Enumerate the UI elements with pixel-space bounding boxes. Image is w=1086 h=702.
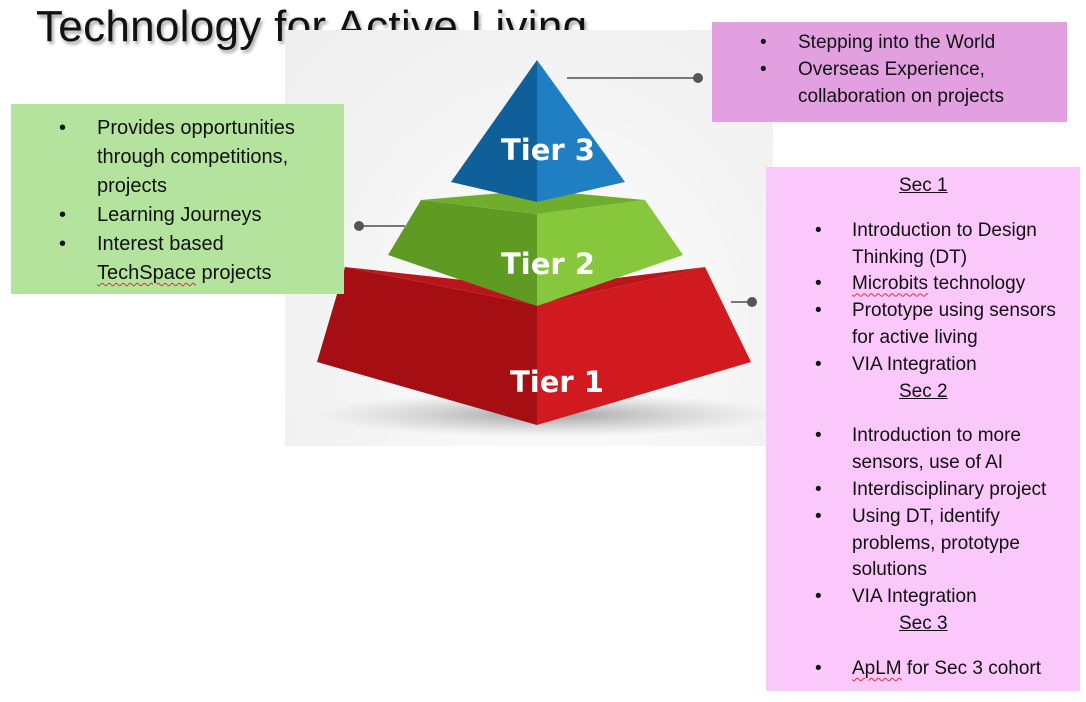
- list-item: Learning Journeys: [11, 201, 334, 230]
- list-item: ApLM for Sec 3 cohort: [766, 656, 1076, 683]
- techspace-word: TechSpace: [97, 262, 196, 284]
- tier-3-connector-dot: [693, 73, 703, 83]
- tier-2-connector-dot: [354, 221, 364, 231]
- tier-1-description: Sec 1 Introduction to Design Thinking (D…: [766, 167, 1080, 691]
- aplm-word: ApLM: [852, 657, 902, 679]
- tier-2-label: Tier 2: [501, 247, 595, 281]
- tier-3-label: Tier 3: [501, 133, 595, 167]
- list-item: Interdisciplinary project: [766, 477, 1076, 504]
- tier-3-description: Stepping into the World Overseas Experie…: [712, 22, 1067, 122]
- tier-3-block: [451, 60, 625, 202]
- sec-1-heading: Sec 1: [899, 175, 948, 196]
- list-item: Overseas Experience, collaboration on pr…: [712, 56, 1061, 110]
- list-item: VIA Integration: [766, 352, 1076, 379]
- list-item: Using DT, identify problems, prototype s…: [766, 504, 1076, 584]
- list-item: Provides opportunities through competiti…: [11, 114, 334, 201]
- sec-3-heading: Sec 3: [899, 612, 948, 634]
- list-item: Prototype using sensors for active livin…: [766, 298, 1076, 352]
- tier-2-description: Provides opportunities through competiti…: [11, 104, 344, 294]
- tier-1-label: Tier 1: [510, 365, 604, 399]
- microbits-word: Microbits: [852, 273, 929, 295]
- list-item: Introduction to more sensors, use of AI: [766, 423, 1076, 477]
- list-item: Introduction to Design Thinking (DT): [766, 218, 1076, 272]
- tier-1-connector-dot: [747, 297, 757, 307]
- sec-2-heading: Sec 2: [899, 380, 948, 402]
- list-item: VIA Integration: [766, 584, 1076, 611]
- tier-2-block: [388, 190, 683, 306]
- list-item: Stepping into the World: [712, 29, 1061, 56]
- list-item: Microbits technology: [766, 271, 1076, 298]
- tier-pyramid: Tier 3 Tier 2 Tier 1: [317, 60, 773, 437]
